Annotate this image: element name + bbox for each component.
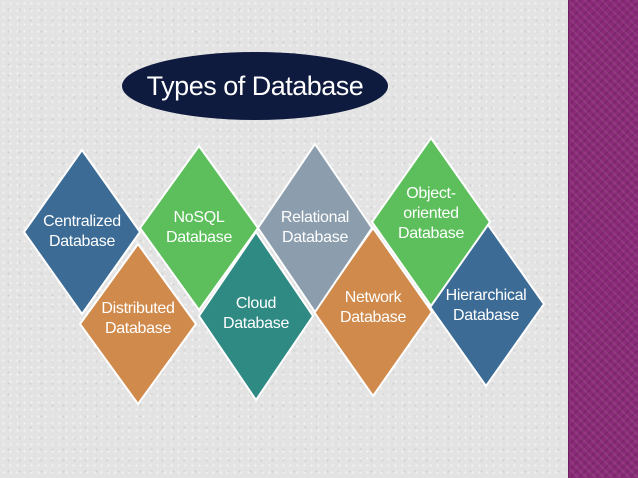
label-line: Distributed	[101, 300, 175, 317]
label-line: NoSQL	[173, 209, 225, 226]
diamond-object-oriented	[370, 136, 492, 308]
diamond-centralized	[22, 148, 142, 316]
label-object-oriented: Object- oriented Database	[371, 184, 491, 244]
label-line: Database	[452, 307, 520, 324]
label-line: Database	[165, 229, 233, 246]
label-line: Object-	[406, 185, 456, 202]
label-relational: Relational Database	[255, 208, 375, 248]
label-distributed: Distributed Database	[78, 299, 198, 339]
label-line: Database	[222, 315, 290, 332]
label-line: Hierarchical	[445, 287, 527, 304]
diamond-distributed	[78, 242, 198, 406]
label-cloud: Cloud Database	[196, 294, 316, 334]
label-line: Centralized	[43, 213, 121, 230]
label-centralized: Centralized Database	[22, 212, 142, 252]
label-network: Network Database	[313, 288, 433, 328]
label-nosql: NoSQL Database	[139, 208, 259, 248]
diamond-nosql	[138, 144, 260, 312]
label-line: Database	[397, 225, 465, 242]
label-line: Network	[344, 289, 402, 306]
label-line: Cloud	[235, 295, 277, 312]
label-hierarchical: Hierarchical Database	[426, 286, 546, 326]
label-line: oriented	[403, 205, 459, 222]
diagram-shapes	[22, 136, 546, 406]
label-line: Database	[339, 309, 407, 326]
diamond-cloud	[197, 230, 315, 402]
side-panel	[568, 0, 638, 478]
diamond-relational	[256, 142, 374, 314]
label-line: Database	[281, 229, 349, 246]
label-line: Database	[48, 233, 116, 250]
label-line: Relational	[280, 209, 350, 226]
page-title: Types of Database	[146, 71, 364, 101]
title-ellipse	[122, 52, 388, 120]
label-line: Database	[104, 320, 172, 337]
